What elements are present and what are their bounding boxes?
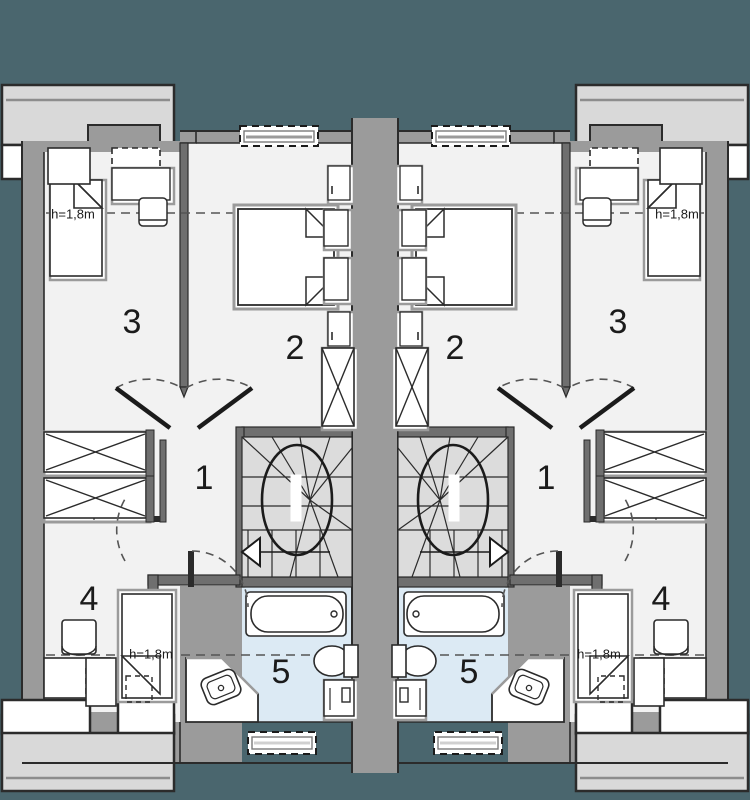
washbasin-room4 bbox=[653, 619, 689, 656]
counter-room4 bbox=[633, 657, 707, 707]
wardrobe-room2 bbox=[390, 346, 430, 432]
room-label-4: 4 bbox=[652, 580, 671, 618]
room-label-1: 1 bbox=[537, 459, 556, 497]
knee-wall-height-upper-text: h=1,8m bbox=[655, 206, 699, 221]
corner-shower bbox=[491, 656, 565, 723]
door-bathroom bbox=[501, 550, 559, 608]
toilet bbox=[391, 644, 437, 678]
dormer-bottom bbox=[574, 698, 750, 793]
washing-machine bbox=[390, 678, 428, 722]
wardrobe-hall-lower bbox=[595, 475, 708, 524]
room-label-5: 5 bbox=[460, 653, 479, 691]
room-label-2: 2 bbox=[446, 329, 465, 367]
wardrobe-hall-upper bbox=[595, 429, 708, 478]
bed-room2 bbox=[394, 164, 518, 352]
door-room3 bbox=[567, 378, 636, 430]
bathtub bbox=[403, 591, 505, 637]
knee-wall-height-lower-text: h=1,8m bbox=[577, 646, 621, 661]
door-room4 bbox=[624, 498, 657, 562]
bed-room4 bbox=[572, 588, 634, 704]
bed-room3 bbox=[642, 178, 702, 282]
unit-left bbox=[2, 85, 375, 791]
unit-right: h=1,8m h=1,8m 3 2 1 4 5 bbox=[375, 83, 750, 793]
staircase bbox=[397, 436, 510, 578]
chair-room3 bbox=[582, 197, 612, 227]
door-room2 bbox=[496, 378, 565, 430]
roof-window-top bbox=[431, 125, 511, 147]
roof-window-bottom bbox=[433, 731, 503, 755]
room-label-3: 3 bbox=[609, 303, 628, 341]
